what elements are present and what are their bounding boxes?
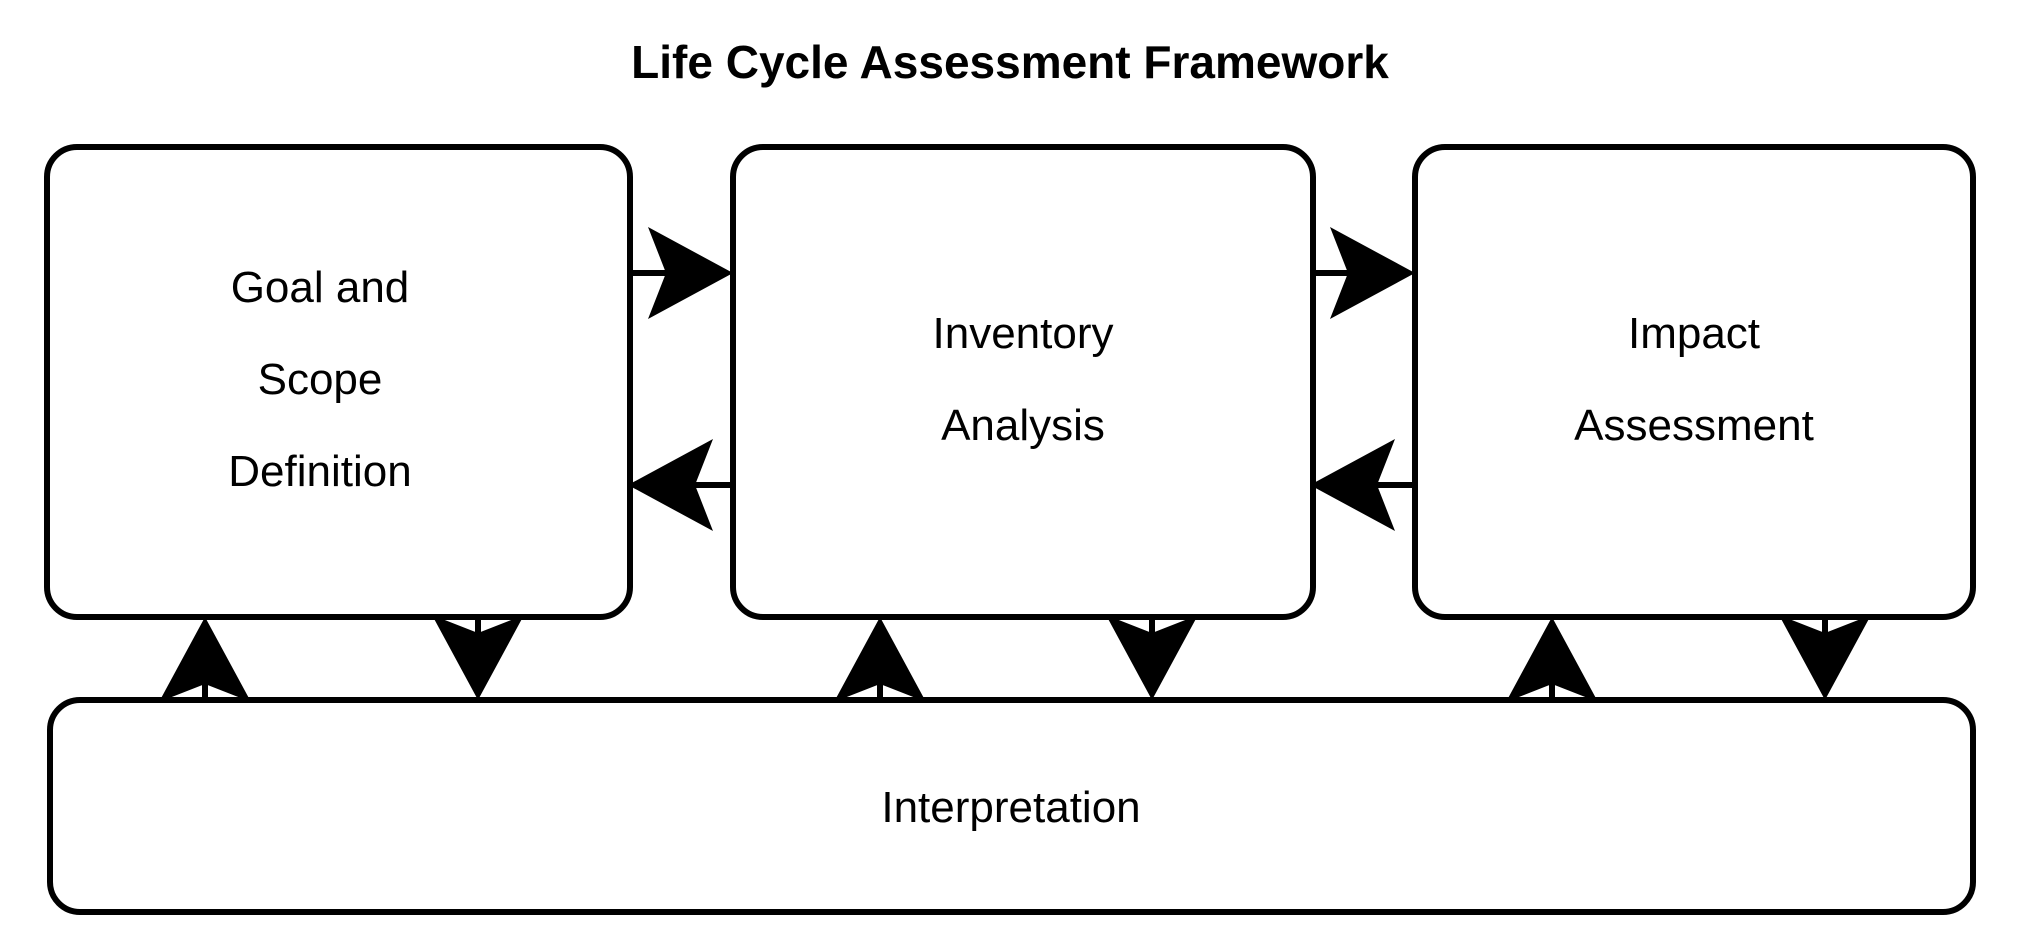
edge-interpretation-to-goal — [159, 617, 251, 702]
arrowhead-right-icon — [1330, 227, 1415, 319]
node-impact-assessment-box[interactable] — [1412, 144, 1976, 620]
arrowhead-up-icon — [1506, 617, 1598, 702]
edge-goal-to-interpretation — [432, 615, 524, 700]
node-impact-assessment-label-line-2: Assessment — [1574, 401, 1814, 450]
node-inventory-analysis-label-line-2: Analysis — [941, 401, 1105, 450]
node-inventory-analysis[interactable]: Inventory Analysis — [730, 144, 1316, 620]
arrowhead-up-icon — [159, 617, 251, 702]
edge-impact-to-interpretation — [1779, 615, 1871, 700]
edge-goal-to-inventory — [630, 227, 733, 319]
arrowhead-right-icon — [648, 227, 733, 319]
edge-inventory-to-interpretation — [1106, 615, 1198, 700]
edge-inventory-to-goal — [628, 439, 730, 531]
arrowhead-left-icon — [1310, 439, 1395, 531]
page-title: Life Cycle Assessment Framework — [631, 36, 1389, 88]
node-goal-and-scope-definition[interactable]: Goal and Scope Definition — [44, 144, 633, 620]
arrowhead-down-icon — [432, 615, 524, 700]
node-inventory-analysis-box[interactable] — [730, 144, 1316, 620]
node-impact-assessment[interactable]: Impact Assessment — [1412, 144, 1976, 620]
node-interpretation[interactable]: Interpretation — [47, 697, 1976, 915]
node-impact-assessment-label-line-1: Impact — [1628, 309, 1760, 358]
arrowhead-down-icon — [1106, 615, 1198, 700]
node-goal-and-scope-definition-label-line-1: Goal and — [231, 263, 410, 312]
edge-interpretation-to-impact — [1506, 617, 1598, 702]
node-inventory-analysis-label-line-1: Inventory — [933, 309, 1114, 358]
arrowhead-left-icon — [628, 439, 713, 531]
node-interpretation-box[interactable] — [47, 697, 1976, 915]
node-goal-and-scope-definition-label-line-3: Definition — [228, 447, 411, 496]
edge-impact-to-inventory — [1310, 439, 1412, 531]
arrowhead-down-icon — [1779, 615, 1871, 700]
edge-interpretation-to-inventory — [834, 617, 926, 702]
arrowhead-up-icon — [834, 617, 926, 702]
node-goal-and-scope-definition-label-line-2: Scope — [258, 355, 383, 404]
node-interpretation-label: Interpretation — [881, 783, 1140, 832]
node-goal-and-scope-definition-box[interactable] — [44, 144, 633, 620]
edge-inventory-to-impact — [1312, 227, 1415, 319]
